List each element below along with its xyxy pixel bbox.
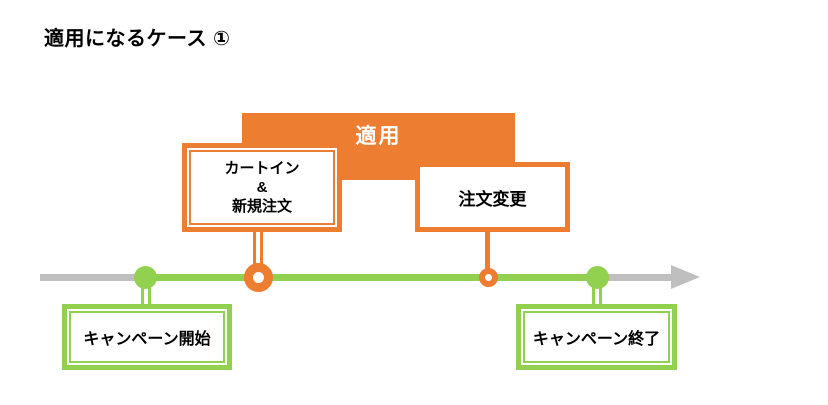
cart-in-line-1: カートイン [224,160,300,177]
order-change-box: 注文変更 [415,162,570,232]
campaign-end-connector [592,287,602,305]
timeline-campaign-segment [145,274,597,281]
timeline-arrow-icon [671,265,700,289]
campaign-start-dot-icon [134,266,157,289]
cart-in-line-3: 新規注文 [231,198,292,215]
campaign-end-box: キャンペーン終了 [516,304,677,370]
campaign-end-label: キャンペーン終了 [523,311,670,363]
order-change-connector [485,231,490,269]
timeline-post-segment [597,274,673,281]
cart-in-line-2: & [256,179,268,196]
campaign-end-dot-icon [586,266,609,289]
campaign-start-connector [141,287,151,305]
page-title: 適用になるケース ① [44,28,231,50]
order-change-ring-icon [479,268,498,287]
apply-banner-label: 適用 [355,125,402,148]
campaign-start-box: キャンペーン開始 [62,304,232,370]
campaign-start-label: キャンペーン開始 [69,311,225,363]
cart-in-box: カートイン & 新規注文 [182,143,342,232]
timeline-pre-segment [40,274,145,281]
cart-in-connector [253,231,263,264]
order-change-label: 注文変更 [458,189,527,209]
cart-in-ring-icon [244,263,273,292]
cart-in-box-inner: カートイン & 新規注文 [189,150,335,225]
